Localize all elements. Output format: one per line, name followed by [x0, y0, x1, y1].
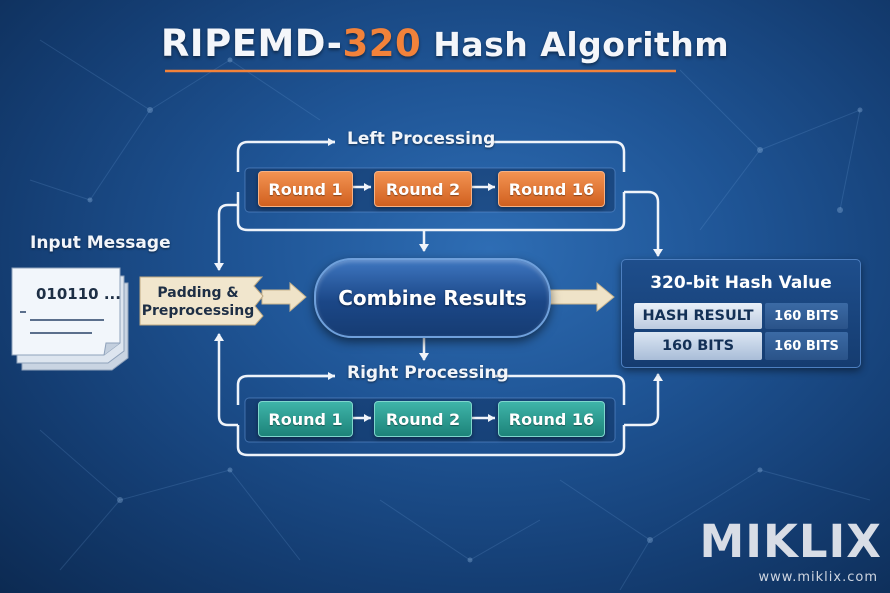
- hash-value-title: 320-bit Hash Value: [650, 273, 832, 293]
- left-processing-frame: [236, 140, 626, 232]
- arrow-left-to-hash: [624, 190, 663, 257]
- hash-cell-r2-right: 160 BITS: [765, 332, 848, 360]
- right-processing-label: Right Processing: [347, 363, 509, 383]
- page-title: RIPEMD-320 Hash Algorithm: [0, 22, 890, 65]
- right-processing-frame: [236, 374, 626, 457]
- right-round-1: Round 1: [258, 401, 353, 437]
- arrow-into-left: [214, 203, 238, 271]
- input-document-icon: [11, 267, 129, 371]
- hash-cell-r2-left: 160 BITS: [634, 332, 762, 360]
- right-round-16: Round 16: [498, 401, 605, 437]
- hash-cell-r1-left: HASH RESULT: [634, 303, 762, 329]
- arrow-into-right: [214, 333, 238, 427]
- padding-line2: Preprocessing: [141, 303, 255, 319]
- arrow-right-to-hash: [624, 373, 663, 427]
- right-round-2: Round 2: [374, 401, 472, 437]
- padding-preprocessing-box: Padding & Preprocessing: [140, 282, 256, 322]
- title-suffix: Hash Algorithm: [421, 25, 730, 64]
- combine-results: Combine Results: [314, 258, 551, 338]
- hash-value-box: 320-bit Hash Value HASH RESULT 160 BITS …: [621, 259, 861, 368]
- left-round-2: Round 2: [374, 171, 472, 207]
- padding-line1: Padding &: [157, 285, 239, 301]
- input-message-label: Input Message: [30, 233, 171, 253]
- brand-logo: MIKLIX: [699, 515, 882, 568]
- left-processing-label: Left Processing: [347, 129, 496, 149]
- left-round-16: Round 16: [498, 171, 605, 207]
- title-prefix: RIPEMD-: [160, 22, 343, 65]
- arrow-pad-to-combine: [261, 281, 307, 313]
- hash-cell-r1-right: 160 BITS: [765, 303, 848, 329]
- arrow-combine-to-hash: [547, 281, 615, 313]
- left-round-1: Round 1: [258, 171, 353, 207]
- input-bits: 010110 ...: [36, 285, 121, 303]
- brand-url[interactable]: www.miklix.com: [758, 570, 878, 585]
- title-number: 320: [342, 22, 422, 65]
- padding-tag-shape: [139, 276, 264, 326]
